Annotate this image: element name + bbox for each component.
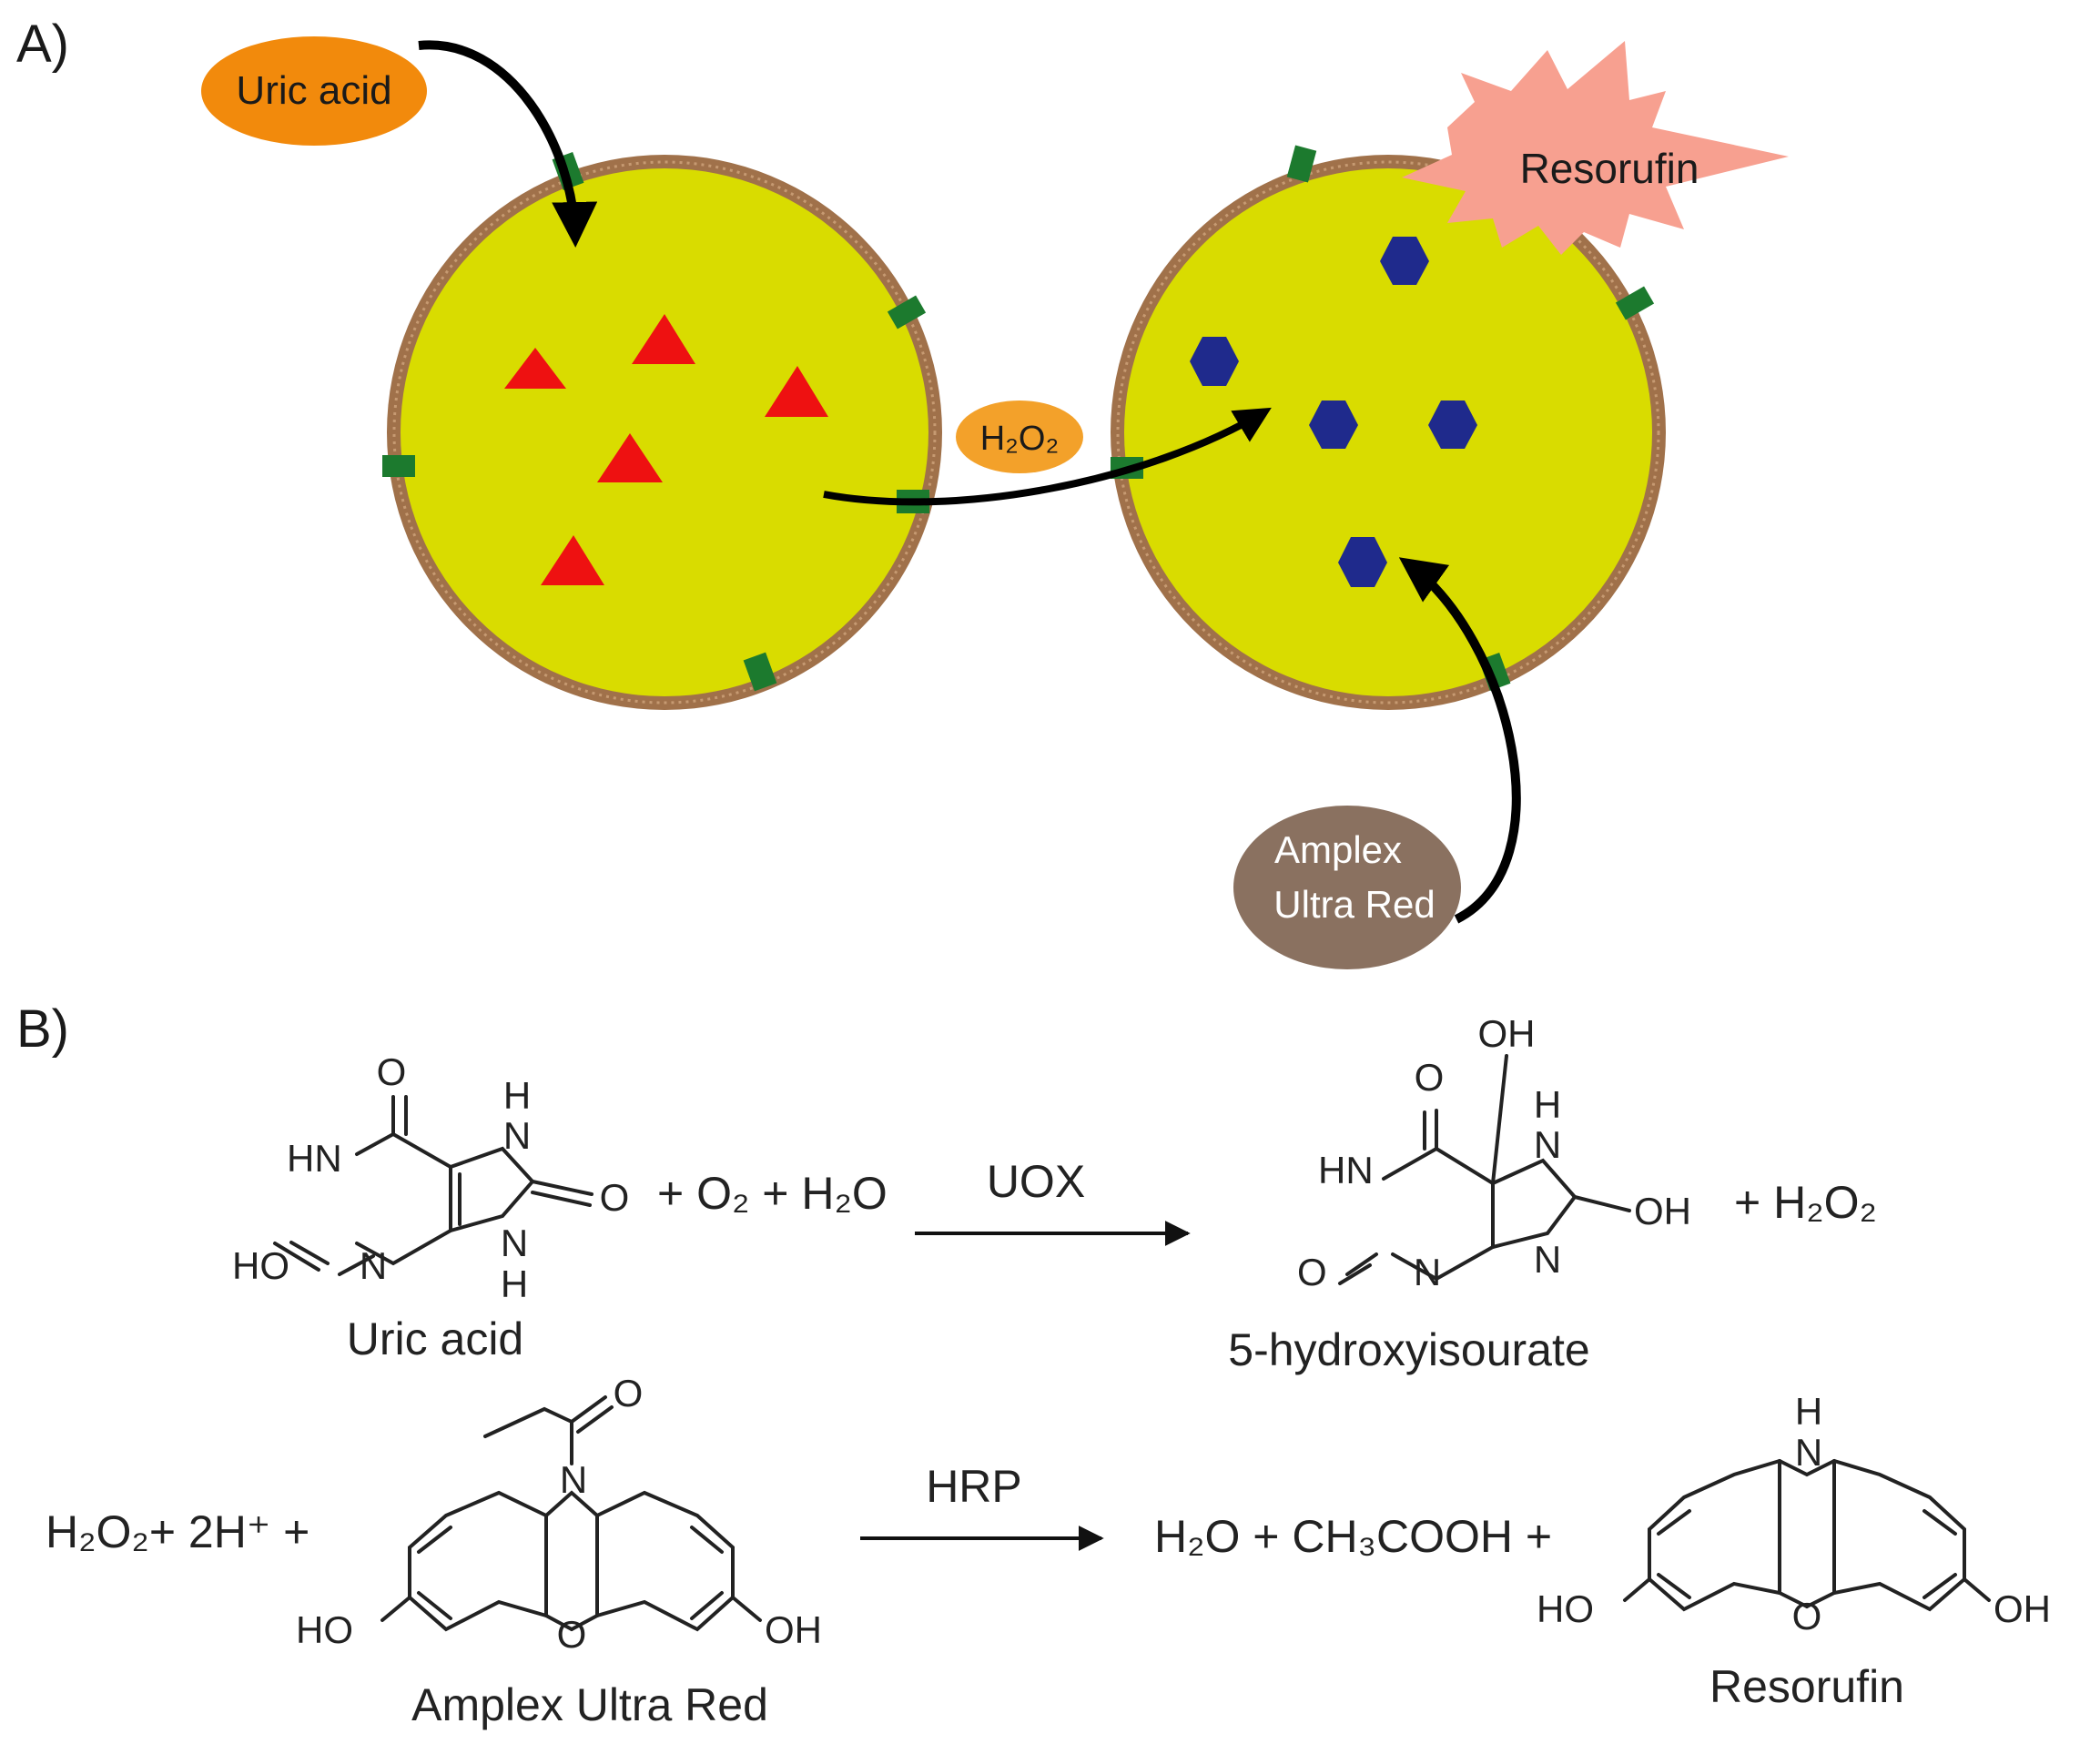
reaction1-byproduct: + H₂O₂ [1734, 1177, 1877, 1228]
svg-text:N: N [1795, 1431, 1822, 1474]
uric-acid-molecules [504, 314, 828, 585]
svg-text:HO: HO [296, 1608, 353, 1651]
svg-text:H₂O₂: H₂O₂ [980, 420, 1060, 458]
uox-enzyme-label: UOX [987, 1156, 1085, 1207]
resorufin-structure: H N O HO OH [1537, 1390, 2051, 1637]
uric-acid-name: Uric acid [347, 1313, 523, 1364]
svg-text:OH: OH [1993, 1587, 2051, 1630]
amplex-ultra-red-name: Amplex Ultra Red [411, 1679, 768, 1730]
resorufin-burst-label: Resorufin [1402, 41, 1789, 255]
svg-text:Uric acid: Uric acid [236, 68, 391, 113]
reaction2-products: H₂O + CH₃COOH + [1154, 1511, 1552, 1562]
uric-acid-label: Uric acid [201, 36, 427, 146]
resorufin-molecules [1190, 237, 1477, 587]
svg-text:O: O [1297, 1251, 1327, 1293]
svg-text:Ultra Red: Ultra Red [1273, 883, 1435, 926]
svg-text:HO: HO [232, 1244, 289, 1287]
uric-acid-structure: O HN H N O HO N N H [232, 1050, 629, 1305]
svg-text:OH: OH [1478, 1012, 1536, 1055]
svg-text:O: O [1792, 1595, 1822, 1637]
svg-text:Amplex: Amplex [1274, 828, 1402, 871]
amplex-entry-arrow [1398, 557, 1521, 924]
left-vesicle [387, 155, 942, 710]
svg-text:O: O [614, 1372, 644, 1414]
svg-text:H: H [501, 1262, 528, 1305]
panel-b-label: B) [16, 999, 69, 1059]
hrp-enzyme-label: HRP [926, 1461, 1022, 1512]
amplex-ultra-red-label: Amplex Ultra Red [1233, 806, 1461, 969]
panel-a-label: A) [16, 15, 69, 74]
svg-text:N: N [503, 1114, 531, 1157]
svg-text:N: N [1534, 1123, 1561, 1166]
svg-text:HN: HN [287, 1137, 342, 1180]
svg-text:N: N [501, 1222, 528, 1264]
svg-text:Resorufin: Resorufin [1520, 145, 1699, 192]
svg-text:N: N [360, 1244, 387, 1287]
svg-text:O: O [557, 1613, 587, 1656]
resorufin-name: Resorufin [1709, 1661, 1904, 1712]
svg-text:H: H [503, 1074, 531, 1117]
svg-text:O: O [1415, 1056, 1445, 1099]
h2o2-transfer-arrow [823, 407, 1272, 506]
svg-text:H: H [1795, 1390, 1822, 1433]
h2o2-label: H₂O₂ [956, 400, 1083, 473]
right-vesicle [1111, 155, 1666, 710]
svg-text:HO: HO [1537, 1587, 1594, 1630]
svg-text:OH: OH [1634, 1190, 1691, 1232]
hydroxyisourate-name: 5-hydroxyisourate [1228, 1324, 1589, 1375]
uric-acid-entry-arrow [418, 40, 598, 248]
svg-text:N: N [1414, 1251, 1441, 1293]
reaction2-reactants: H₂O₂+ 2H⁺ + [46, 1506, 309, 1557]
svg-text:N: N [560, 1458, 587, 1501]
hydroxyisourate-structure: OH O H N HN OH O N N [1297, 1012, 1691, 1293]
svg-text:H: H [1534, 1083, 1561, 1126]
svg-text:N: N [1534, 1238, 1561, 1281]
reaction1-coreactants: + O₂ + H₂O [657, 1168, 888, 1219]
svg-text:OH: OH [765, 1608, 822, 1651]
svg-text:O: O [600, 1176, 630, 1219]
amplex-ultra-red-structure: O N O HO OH [296, 1372, 822, 1656]
svg-text:HN: HN [1318, 1149, 1374, 1191]
svg-text:O: O [377, 1050, 407, 1093]
